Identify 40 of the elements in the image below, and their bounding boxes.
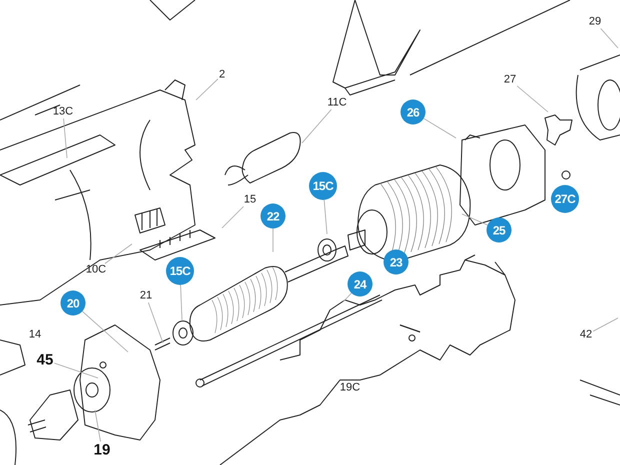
part-number: 14 [28, 328, 42, 342]
callout-number: 15C [309, 172, 337, 200]
leader-line [342, 292, 352, 302]
leader-line [516, 86, 548, 112]
leader-line [63, 118, 68, 158]
part-number: 42 [578, 328, 594, 342]
callout-number: 24 [348, 272, 372, 296]
leader-line [148, 302, 164, 344]
leader-line [592, 318, 618, 332]
callout-number: 27C [551, 185, 579, 213]
part-number: 19 [92, 442, 112, 458]
part-number: 45 [36, 352, 54, 368]
leader-line [423, 118, 456, 138]
part-number: 2 [218, 68, 226, 82]
part-number: 19C [338, 382, 362, 394]
part-number: 10C [84, 264, 108, 276]
callout-number: 15C [166, 257, 194, 285]
leader-line [180, 284, 182, 320]
leader-line [324, 200, 328, 234]
callout-number: 26 [400, 100, 426, 124]
callout-number: 25 [486, 218, 512, 242]
callout-number: 23 [384, 250, 408, 274]
leader-line [82, 310, 128, 352]
leader-line [302, 109, 332, 144]
leader-line [104, 244, 132, 264]
leader-line [94, 410, 101, 442]
part-number: 21 [138, 290, 154, 302]
part-number: 29 [588, 16, 602, 28]
part-number: 13C [52, 106, 74, 118]
part-number: 11C [326, 96, 348, 110]
callout-number: 22 [260, 204, 286, 228]
leader-line [272, 228, 274, 252]
leader-line [462, 214, 488, 226]
callout-number: 20 [60, 290, 86, 316]
leader-line [600, 28, 618, 48]
part-number: 27 [502, 74, 518, 86]
leader-line [222, 206, 244, 228]
leader-line [196, 78, 218, 100]
part-number: 15 [242, 194, 258, 206]
leader-line [54, 362, 98, 378]
